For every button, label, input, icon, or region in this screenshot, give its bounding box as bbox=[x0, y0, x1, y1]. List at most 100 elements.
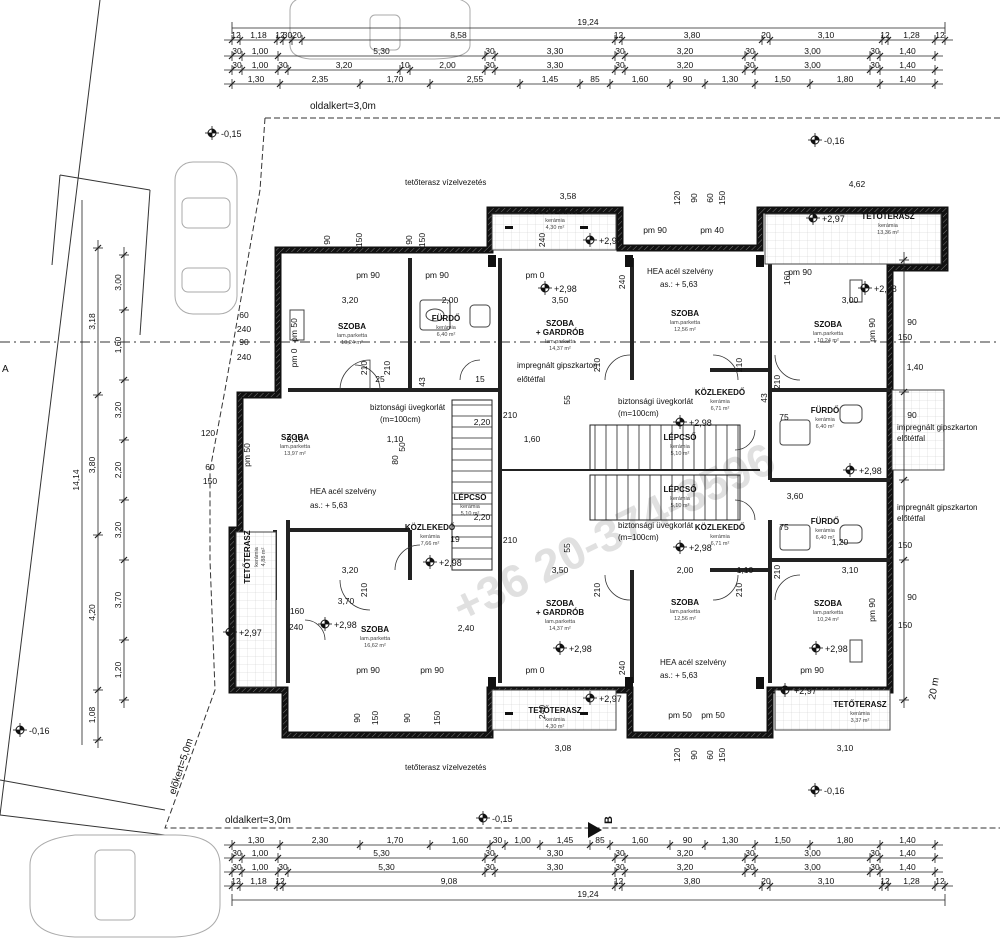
opening-w160: 160 bbox=[782, 271, 792, 285]
opening-w240: 240 bbox=[537, 233, 547, 247]
room-floor: kerámia bbox=[545, 218, 566, 224]
impregnalt-2-b: előtétfal bbox=[897, 434, 925, 443]
dimension-value: 1,30 bbox=[722, 835, 739, 845]
level-t2: +2,97 bbox=[806, 211, 845, 225]
dimension-value: 3,30 bbox=[547, 862, 564, 872]
opening-w240: 240 bbox=[537, 705, 547, 719]
biztonsagi-2-m: (m=100cm) bbox=[618, 409, 659, 418]
opening-w50: 50 bbox=[397, 442, 407, 452]
dimension-value: 2,30 bbox=[312, 835, 329, 845]
dimension-value: 20 bbox=[761, 876, 771, 886]
opening-pm0: pm 0 bbox=[526, 665, 545, 675]
dimension-value: 30 bbox=[485, 60, 495, 70]
car-bottom bbox=[29, 834, 221, 938]
dimension-value: 3,00 bbox=[804, 848, 821, 858]
dimension-value: 3,10 bbox=[837, 743, 854, 753]
impregnalt-3-b: előtétfal bbox=[897, 514, 925, 523]
dimension-value: 3,20 bbox=[342, 295, 359, 305]
drain-markers bbox=[505, 226, 588, 715]
level-value: +2,98 bbox=[874, 284, 897, 294]
biztonsagi-1-m: (m=100cm) bbox=[380, 415, 421, 424]
opening-w240: 240 bbox=[237, 352, 251, 362]
dimension-value: 2,00 bbox=[442, 295, 459, 305]
opening-w15: 15 bbox=[475, 374, 485, 384]
section-arrow bbox=[588, 822, 602, 838]
fixtures bbox=[289, 279, 863, 663]
room-floor: kerámia bbox=[436, 325, 457, 331]
room-area: 5,10 m² bbox=[671, 503, 690, 509]
dimension-value: 1,40 bbox=[899, 835, 916, 845]
dimension-value: 30 bbox=[870, 46, 880, 56]
dimension-total: 14,14 bbox=[71, 469, 81, 491]
room-area: 6,40 m² bbox=[816, 535, 835, 541]
opening-w60: 60 bbox=[705, 750, 715, 760]
opening-w160: 160 bbox=[290, 606, 304, 616]
room-floor: lam.parketta bbox=[337, 333, 368, 339]
room-area: 10,24 m² bbox=[817, 338, 839, 344]
room-floor: lam.parketta bbox=[670, 320, 701, 326]
room-name: TETŐTERASZ bbox=[861, 212, 914, 221]
dimension-value: 2,40 bbox=[458, 623, 475, 633]
opening-w240: 240 bbox=[289, 622, 303, 632]
dimension-total: 19,24 bbox=[577, 17, 599, 27]
opening-w19: 19 bbox=[450, 534, 460, 544]
dimension-value: 1,50 bbox=[774, 74, 791, 84]
dimension-value: 20 bbox=[761, 30, 771, 40]
room-floor: kerámia bbox=[815, 417, 836, 423]
room-name: SZOBA bbox=[671, 309, 699, 318]
room-floor: kerámia bbox=[710, 399, 731, 405]
biztonsagi-3: biztonsági üvegkorlát bbox=[618, 521, 694, 530]
opening-w240: 240 bbox=[237, 324, 251, 334]
dimension-value: 2,00 bbox=[677, 565, 694, 575]
level-markers: -0,15-0,16-0,16-0,16-0,15+2,97+2,97+2,97… bbox=[13, 126, 897, 825]
room-name: LÉPCSŐ bbox=[664, 433, 697, 442]
impregnalt-1-b: előtétfal bbox=[517, 375, 545, 384]
dimension-value: 1,10 bbox=[737, 565, 754, 575]
level-value: +2,98 bbox=[334, 620, 357, 630]
dimension-value: 30 bbox=[232, 60, 242, 70]
dimension-value: 1,40 bbox=[899, 848, 916, 858]
dimension-value: 30 bbox=[745, 848, 755, 858]
opening-w210: 210 bbox=[382, 361, 392, 375]
level-t4: +2,97 bbox=[583, 691, 622, 705]
dim-left-col1: 3,183,804,201,08 bbox=[87, 240, 103, 748]
opening-w150: 150 bbox=[717, 191, 727, 205]
opening-w90: 90 bbox=[239, 337, 249, 347]
opening-w210: 210 bbox=[503, 535, 517, 545]
level-r4: +2,98 bbox=[423, 555, 462, 569]
dimension-value: 90 bbox=[683, 835, 693, 845]
dimension-value: 1,18 bbox=[250, 30, 267, 40]
opening-pm0: pm 0 bbox=[289, 348, 299, 367]
dimension-value: 3,70 bbox=[113, 591, 123, 608]
dimension-value: 30 bbox=[493, 835, 503, 845]
level-value: -0,16 bbox=[824, 136, 845, 146]
room-name: FÜRDŐ bbox=[811, 406, 839, 415]
oldalkert-top: oldalkert=3,0m bbox=[310, 101, 376, 112]
dimension-value: 3,10 bbox=[287, 434, 304, 444]
biztonsagi-2: biztonsági üvegkorlát bbox=[618, 397, 694, 406]
dimension-value: 90 bbox=[683, 74, 693, 84]
level-value: +2,98 bbox=[859, 466, 882, 476]
dimension-value: 1,00 bbox=[514, 835, 531, 845]
dimension-value: 1,30 bbox=[248, 74, 265, 84]
opening-pm90: pm 90 bbox=[356, 270, 380, 280]
dimension-value: 12 bbox=[614, 30, 624, 40]
dimension-value: 30 bbox=[485, 862, 495, 872]
opening-w240: 240 bbox=[617, 661, 627, 675]
level-l3: -0,16 bbox=[13, 723, 50, 737]
room-name: LÉPCSŐ bbox=[454, 493, 487, 502]
opening-w90: 90 bbox=[689, 750, 699, 760]
room-area: 6,71 m² bbox=[711, 541, 730, 547]
dimension-value: 2,00 bbox=[439, 60, 456, 70]
dimension-value: 30 bbox=[232, 46, 242, 56]
